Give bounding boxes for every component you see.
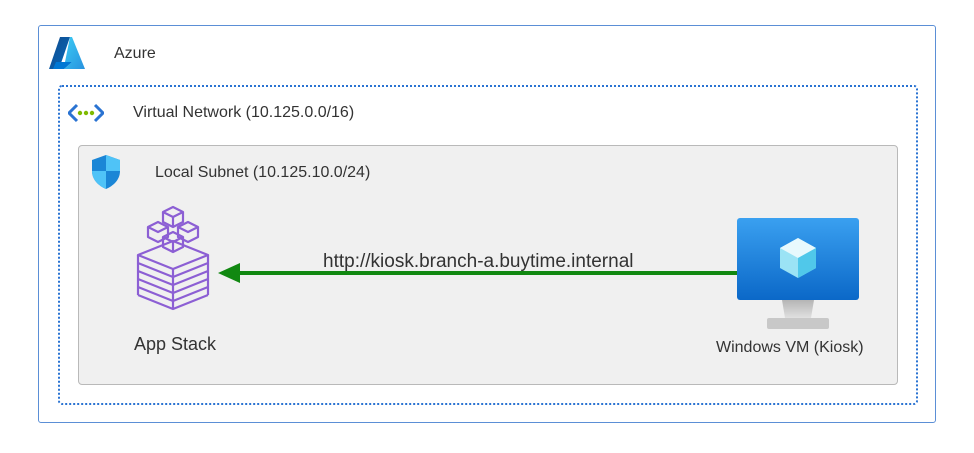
app-stack-label: App Stack (134, 334, 217, 354)
azure-boundary (38, 25, 936, 423)
subnet-shield-icon (90, 154, 122, 190)
connection-arrow (218, 262, 742, 284)
azure-label: Azure (114, 45, 156, 62)
app-stack-icon (134, 205, 212, 317)
virtual-network-icon (68, 103, 104, 123)
virtual-network-boundary (58, 85, 918, 405)
local-subnet-label: Local Subnet (10.125.10.0/24) (155, 164, 371, 181)
virtual-network-label: Virtual Network (10.125.0.0/16) (133, 104, 355, 121)
windows-vm-icon (737, 218, 859, 331)
azure-logo-icon (48, 36, 86, 70)
windows-vm-label: Windows VM (Kiosk) (716, 339, 864, 356)
connection-url-label: http://kiosk.branch-a.buytime.internal (323, 251, 634, 272)
